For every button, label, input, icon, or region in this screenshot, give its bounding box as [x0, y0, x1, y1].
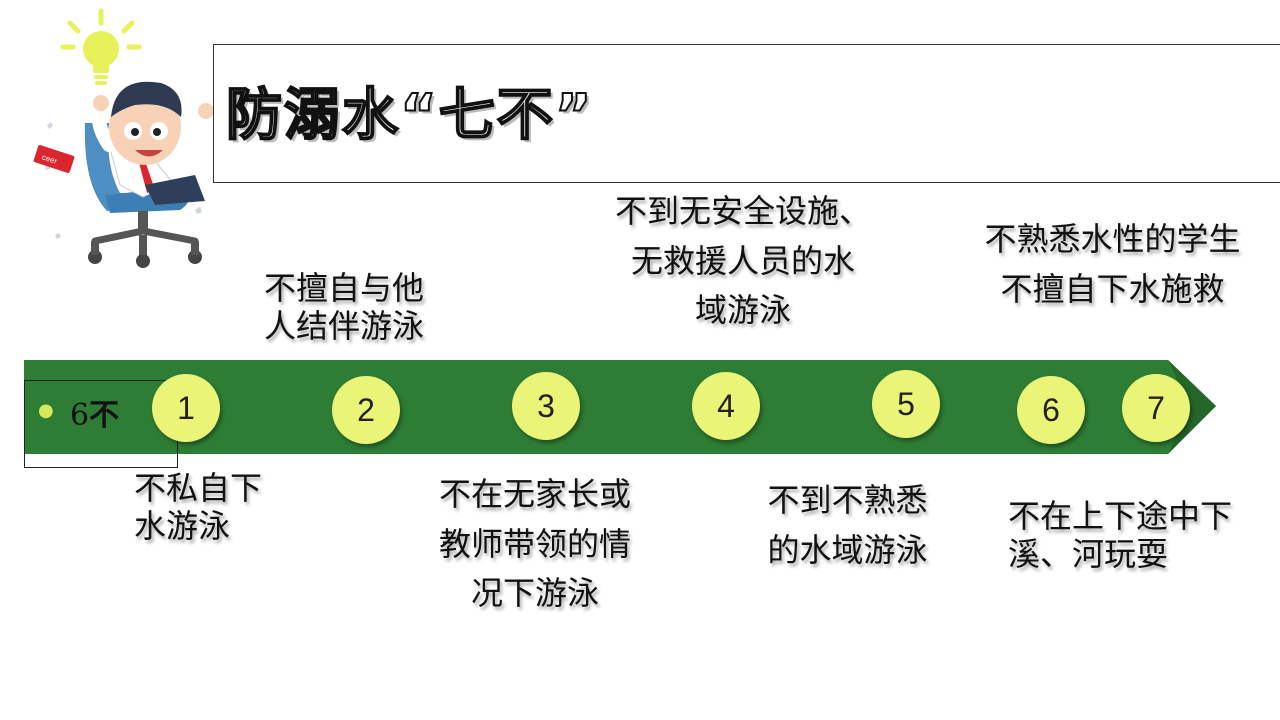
light-bulb-icon — [83, 31, 119, 85]
page-title: 防溺水“七不” — [225, 82, 594, 149]
mascot-illustration: ceer — [33, 8, 214, 268]
legend-bullet: ● — [38, 400, 54, 421]
step-label-7: 不在上下途中下 溪、河玩耍 — [1008, 497, 1233, 573]
step-circle-1: 1 — [152, 374, 220, 442]
step-label-1: 不私自下 水游泳 — [134, 469, 263, 545]
red-card-icon: ceer — [33, 145, 75, 173]
step-circle-2: 2 — [332, 376, 400, 444]
step-label-3: 不在无家长或 教师带领的情 况下游泳 — [438, 475, 631, 613]
title-box — [213, 44, 1280, 183]
legend-text: 6不 — [70, 398, 120, 433]
step-label-4: 不到无安全设施、 无救援人员的水 域游泳 — [614, 192, 871, 330]
step-circle-6: 6 — [1017, 376, 1085, 444]
idea-rays-icon — [60, 8, 142, 50]
step-circle-3: 3 — [512, 372, 580, 440]
step-label-2: 不擅自与他 人结伴游泳 — [264, 269, 425, 345]
step-circle-5: 5 — [872, 370, 940, 438]
step-label-5: 不到不熟悉 的水域游泳 — [767, 481, 928, 569]
step-circle-7: 7 — [1122, 374, 1190, 442]
step-label-6: 不熟悉水性的学生 不擅自下水施救 — [984, 220, 1241, 308]
step-circle-4: 4 — [692, 372, 760, 440]
